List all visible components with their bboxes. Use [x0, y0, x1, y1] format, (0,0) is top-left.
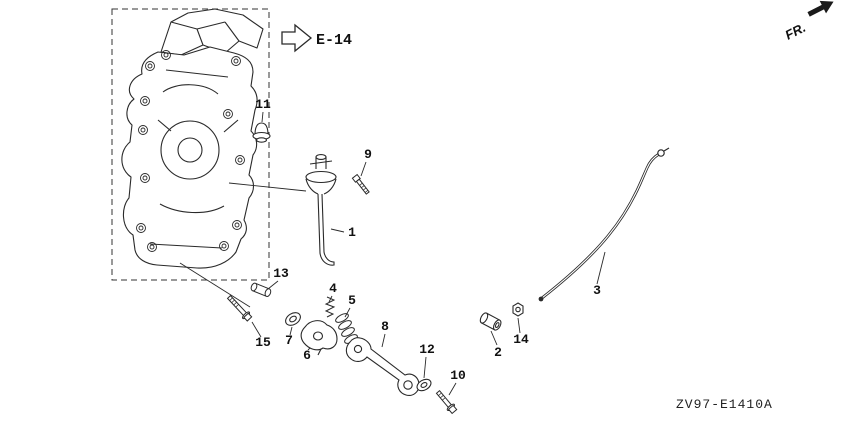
part-4-spring [324, 296, 336, 318]
part-15-bolt [226, 294, 253, 322]
crankcase-assembly-drawing [121, 8, 264, 269]
e14-arrow-icon [281, 23, 313, 53]
e14-label: E-14 [316, 32, 352, 49]
crankcase-boundary-box [111, 8, 270, 281]
part-3-shift-rod [538, 147, 670, 302]
part-label-13: 13 [273, 266, 289, 281]
part-label-7: 7 [285, 333, 293, 348]
part-label-10: 10 [450, 368, 466, 383]
part-8-shift-lever [345, 337, 420, 396]
part-11-grommet [252, 122, 271, 143]
fr-arrow-icon [807, 0, 834, 17]
part-label-9: 9 [364, 147, 372, 162]
part-label-5: 5 [348, 293, 356, 308]
fr-label: FR. [783, 20, 808, 43]
part-12-washer [416, 378, 432, 392]
part-label-11: 11 [255, 97, 271, 112]
part-label-4: 4 [329, 281, 337, 296]
part-7-washer [285, 312, 301, 326]
e14-reference: E-14 [281, 23, 352, 53]
part-label-8: 8 [381, 319, 389, 334]
part-2-rod-joint [479, 312, 502, 331]
part-label-15: 15 [255, 335, 271, 350]
part-10-bolt [435, 390, 458, 415]
part-labels: 1 2 3 4 5 6 7 8 9 10 11 12 13 14 15 [255, 97, 601, 383]
part-14-nut [512, 302, 524, 317]
fr-direction-indicator: FR. [783, 0, 834, 43]
diagram-code: ZV97-E1410A [676, 397, 773, 412]
part-6-shift-cam [300, 320, 338, 356]
part-5-spring [335, 313, 358, 344]
part-label-1: 1 [348, 225, 356, 240]
part-label-2: 2 [494, 345, 502, 360]
part-1-shift-shaft [305, 154, 337, 266]
part-label-6: 6 [303, 348, 311, 363]
part-9-bolt [351, 173, 370, 195]
part-label-3: 3 [593, 283, 601, 298]
part-label-14: 14 [513, 332, 529, 347]
part-label-12: 12 [419, 342, 435, 357]
part-13-pin [250, 282, 272, 297]
